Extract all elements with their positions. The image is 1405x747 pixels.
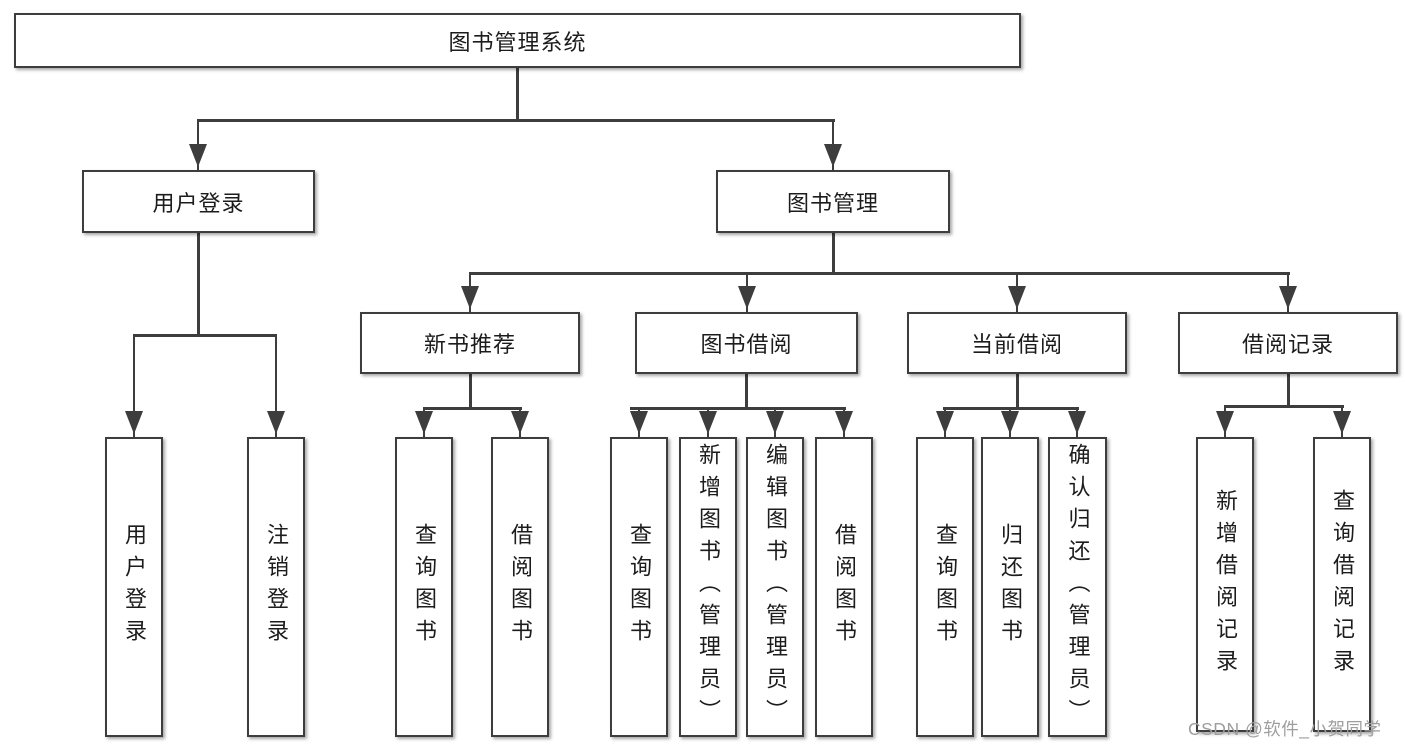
arrow-to-current-borrow xyxy=(1008,272,1026,312)
node-current-borrow: 当前借阅 xyxy=(907,312,1127,374)
leaf-add-books-admin-label: 新增图书（管理员） xyxy=(696,443,721,731)
leaf-edit-books-admin-label: 编辑图书（管理员） xyxy=(763,443,788,731)
node-book-management: 图书管理 xyxy=(716,170,950,233)
node-book-management-label: 图书管理 xyxy=(786,190,879,216)
leaf-query-books-borrow: 查询图书 xyxy=(610,437,668,737)
leaf-query-books-current-label: 查询图书 xyxy=(933,523,958,651)
leaf-add-borrow-record-label: 新增借阅记录 xyxy=(1213,488,1238,681)
leaf-query-books-borrow-label: 查询图书 xyxy=(627,523,652,651)
node-borrow-records-label: 借阅记录 xyxy=(1241,332,1334,357)
arrow-to-query-books-current xyxy=(936,407,954,437)
connector-borrow-records-stem xyxy=(1287,374,1290,408)
connector-current-borrow-stem xyxy=(1016,374,1019,410)
leaf-edit-books-admin: 编辑图书（管理员） xyxy=(746,437,804,737)
connector-level3-split xyxy=(469,272,1290,275)
leaf-user-login-label: 用户登录 xyxy=(122,523,147,651)
arrow-to-book-management xyxy=(824,119,842,170)
node-current-borrow-label: 当前借阅 xyxy=(970,332,1063,357)
connector-new-book-split xyxy=(423,407,522,410)
leaf-borrow-books: 借阅图书 xyxy=(815,437,873,737)
connector-borrow-records-split xyxy=(1224,405,1344,408)
arrow-to-borrow-books xyxy=(835,407,853,437)
leaf-query-borrow-record-label: 查询借阅记录 xyxy=(1330,488,1355,681)
connector-user-login-stem xyxy=(197,233,200,337)
arrow-to-confirm-return xyxy=(1068,407,1086,437)
arrow-to-new-book-recommend xyxy=(461,272,479,312)
node-new-book-recommend: 新书推荐 xyxy=(360,312,580,374)
node-book-borrow-label: 图书借阅 xyxy=(700,332,793,357)
connector-book-borrow-stem xyxy=(745,374,748,410)
leaf-confirm-return-admin: 确认归还（管理员） xyxy=(1048,437,1107,737)
connector-user-login-split xyxy=(133,334,277,337)
arrow-to-user-login xyxy=(189,119,207,170)
connector-root-stem xyxy=(516,68,519,122)
leaf-add-borrow-record: 新增借阅记录 xyxy=(1196,437,1254,732)
connector-level2-split xyxy=(197,119,835,122)
node-user-login-label: 用户登录 xyxy=(152,190,245,216)
leaf-add-books-admin: 新增图书（管理员） xyxy=(679,437,737,737)
arrow-to-book-borrow xyxy=(738,272,756,312)
leaf-query-books-current: 查询图书 xyxy=(916,437,974,737)
node-root-label: 图书管理系统 xyxy=(448,29,587,55)
arrow-to-add-borrow-record xyxy=(1216,405,1234,437)
connector-new-book-stem xyxy=(469,374,472,410)
leaf-query-borrow-record: 查询借阅记录 xyxy=(1313,437,1371,732)
arrow-to-borrow-records xyxy=(1279,272,1297,312)
leaf-query-books-recommend: 查询图书 xyxy=(395,437,453,737)
leaf-confirm-return-admin-label: 确认归还（管理员） xyxy=(1065,443,1091,731)
node-new-book-recommend-label: 新书推荐 xyxy=(423,332,516,357)
node-borrow-records: 借阅记录 xyxy=(1178,312,1398,374)
leaf-borrow-books-recommend: 借阅图书 xyxy=(491,437,549,737)
arrow-to-query-books-borrow xyxy=(630,407,648,437)
csdn-watermark: CSDN @软件_小贺同学 xyxy=(1188,719,1382,739)
connector-book-borrow-split xyxy=(630,407,846,410)
arrow-to-borrow-books-recommend xyxy=(511,407,529,437)
arrow-to-query-books-recommend xyxy=(415,407,433,437)
arrow-to-edit-books xyxy=(766,407,784,437)
leaf-query-books-recommend-label: 查询图书 xyxy=(412,523,437,651)
leaf-return-books-label: 归还图书 xyxy=(998,523,1023,651)
node-user-login: 用户登录 xyxy=(82,170,315,233)
leaf-borrow-books-recommend-label: 借阅图书 xyxy=(508,523,533,651)
leaf-logout: 注销登录 xyxy=(247,437,305,737)
arrow-to-add-books xyxy=(699,407,717,437)
leaf-borrow-books-label: 借阅图书 xyxy=(832,523,857,651)
arrow-to-return-books xyxy=(1001,407,1019,437)
arrow-to-leaf-user-login xyxy=(125,334,143,437)
connector-book-mgmt-stem xyxy=(832,233,835,274)
leaf-logout-label: 注销登录 xyxy=(264,523,289,651)
leaf-return-books: 归还图书 xyxy=(981,437,1039,737)
arrow-to-query-borrow-record xyxy=(1333,405,1351,437)
node-book-borrow: 图书借阅 xyxy=(635,312,858,374)
arrow-to-leaf-logout xyxy=(267,334,285,437)
leaf-user-login: 用户登录 xyxy=(105,437,163,737)
node-root: 图书管理系统 xyxy=(14,13,1021,68)
